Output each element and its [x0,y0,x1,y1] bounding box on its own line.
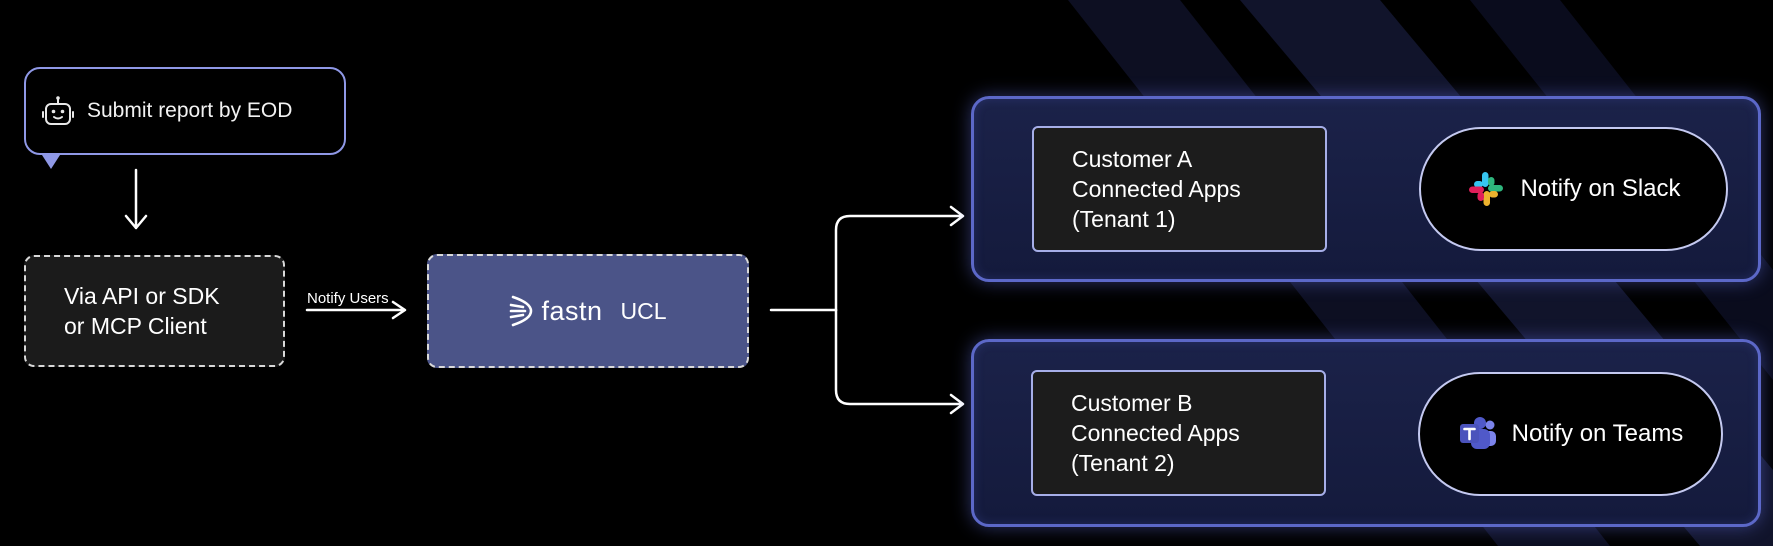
prompt-bubble-tail [42,155,60,169]
robot-icon [41,94,75,128]
tenant-b-line-2: Connected Apps [1071,420,1240,446]
notify-teams-pill: Notify on Teams [1418,372,1723,496]
fastn-logo: fastn [509,293,602,329]
tenant-a-line-2: Connected Apps [1072,176,1241,202]
arrow-prompt-to-client [124,168,148,230]
prompt-bubble: Submit report by EOD [24,67,346,155]
edge-label: Notify Users [307,290,389,307]
tenant-b-line-1: Customer B [1071,390,1193,416]
client-line-2: or MCP Client [64,313,207,339]
notify-teams-label: Notify on Teams [1511,420,1684,447]
arrow-to-tenant-a [834,205,965,312]
tenant-box-b: Customer B Connected Apps (Tenant 2) [1031,370,1326,496]
client-line-1: Via API or SDK [64,283,220,309]
platform-suffix: UCL [620,297,667,324]
tenant-a-line-1: Customer A [1072,146,1193,172]
teams-icon [1458,414,1498,454]
tenant-a-line-3: (Tenant 1) [1072,206,1176,232]
platform-box: fastn UCL [427,254,749,368]
slack-icon [1466,169,1506,209]
prompt-text: Submit report by EOD [87,99,293,122]
fastn-mark-icon [510,295,533,327]
client-box: Via API or SDK or MCP Client [24,255,285,367]
arrow-to-tenant-b [834,308,965,415]
arrow-client-to-platform [305,300,407,320]
brand-name: fastn [541,295,603,326]
notify-slack-label: Notify on Slack [1520,175,1681,202]
tenant-b-line-3: (Tenant 2) [1071,450,1175,476]
notify-slack-pill: Notify on Slack [1419,127,1728,251]
tenant-box-a: Customer A Connected Apps (Tenant 1) [1032,126,1327,252]
